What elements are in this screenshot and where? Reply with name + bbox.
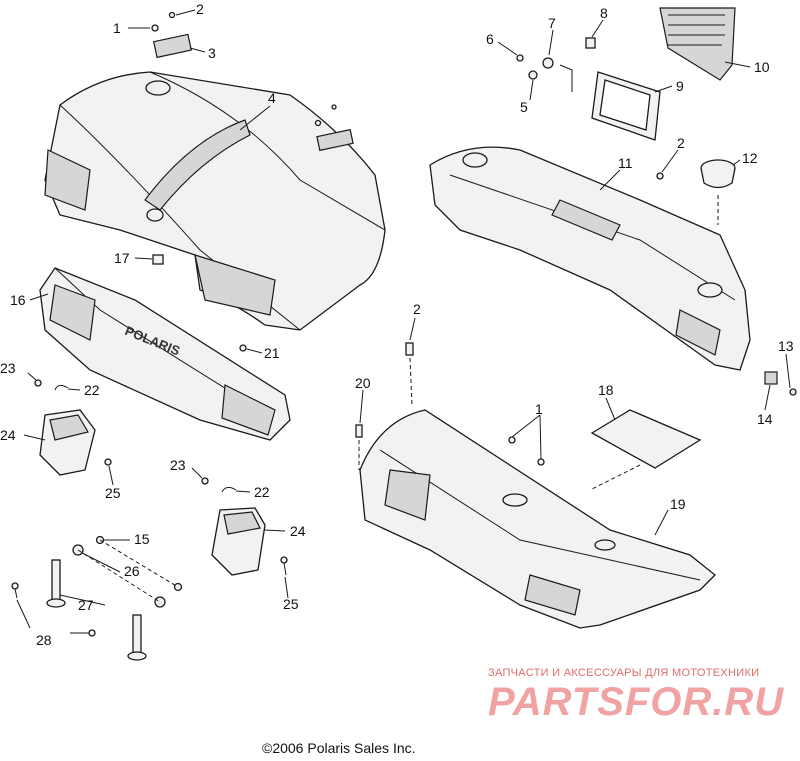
mounting-hardware (11, 535, 183, 661)
callout-1: 1 (113, 20, 121, 36)
callout-10: 10 (754, 59, 770, 75)
callout-22: 22 (84, 382, 100, 398)
callout-16: 16 (10, 292, 26, 308)
headlight-cover-right-part (211, 507, 266, 576)
leader-lines (16, 9, 791, 634)
callout-14: 14 (757, 411, 773, 427)
callout-6: 6 (486, 31, 494, 47)
storage-cover-part (516, 7, 736, 141)
front-bumper-part: POLARIS (39, 267, 291, 441)
callout-4: 4 (268, 90, 276, 106)
callout-20: 20 (355, 375, 371, 391)
callout-11: 11 (618, 155, 633, 171)
callout-7: 7 (548, 15, 556, 31)
floor-pan-part (359, 409, 716, 629)
callout-5: 5 (520, 99, 528, 115)
callout-3: 3 (208, 45, 216, 61)
callout-21: 21 (264, 345, 280, 361)
clip-part (656, 172, 797, 396)
callout-1b: 1 (535, 401, 543, 417)
callout-25: 25 (105, 485, 121, 501)
callout-2b: 2 (677, 135, 685, 151)
callout-23: 23 (0, 360, 16, 376)
headlight-cover-left-part (39, 409, 96, 476)
callout-24b: 24 (290, 523, 306, 539)
callout-23b: 23 (170, 457, 186, 473)
callout-labels: 1 2 3 4 5 6 7 8 9 10 11 2 12 17 16 2 21 … (0, 1, 794, 648)
hinge-bracket-part (151, 11, 354, 265)
callout-12: 12 (742, 150, 758, 166)
access-panel-part (589, 409, 702, 491)
callout-28: 28 (36, 632, 52, 648)
callout-26: 26 (124, 563, 140, 579)
callout-24: 24 (0, 427, 16, 443)
callout-2: 2 (196, 1, 204, 17)
callout-13: 13 (778, 338, 794, 354)
callout-22b: 22 (254, 484, 270, 500)
fastener-set (34, 344, 288, 576)
callout-8: 8 (600, 5, 608, 21)
rear-cowl-part (429, 146, 751, 371)
front-hood-part (44, 71, 386, 331)
watermark-tagline: ЗАПЧАСТИ И АКСЕССУАРЫ ДЛЯ МОТОТЕХНИКИ (488, 667, 760, 679)
copyright-notice: ©2006 Polaris Sales Inc. (262, 740, 416, 756)
callout-27: 27 (78, 597, 94, 613)
callout-25b: 25 (283, 596, 299, 612)
callout-19: 19 (670, 496, 686, 512)
callout-2c: 2 (413, 301, 421, 317)
callout-9: 9 (676, 78, 684, 94)
callout-17: 17 (114, 250, 130, 266)
callout-15: 15 (134, 531, 150, 547)
filler-cap-part (700, 159, 736, 225)
watermark-logo: PARTSFOR.RU (488, 680, 785, 724)
callout-18: 18 (598, 382, 614, 398)
